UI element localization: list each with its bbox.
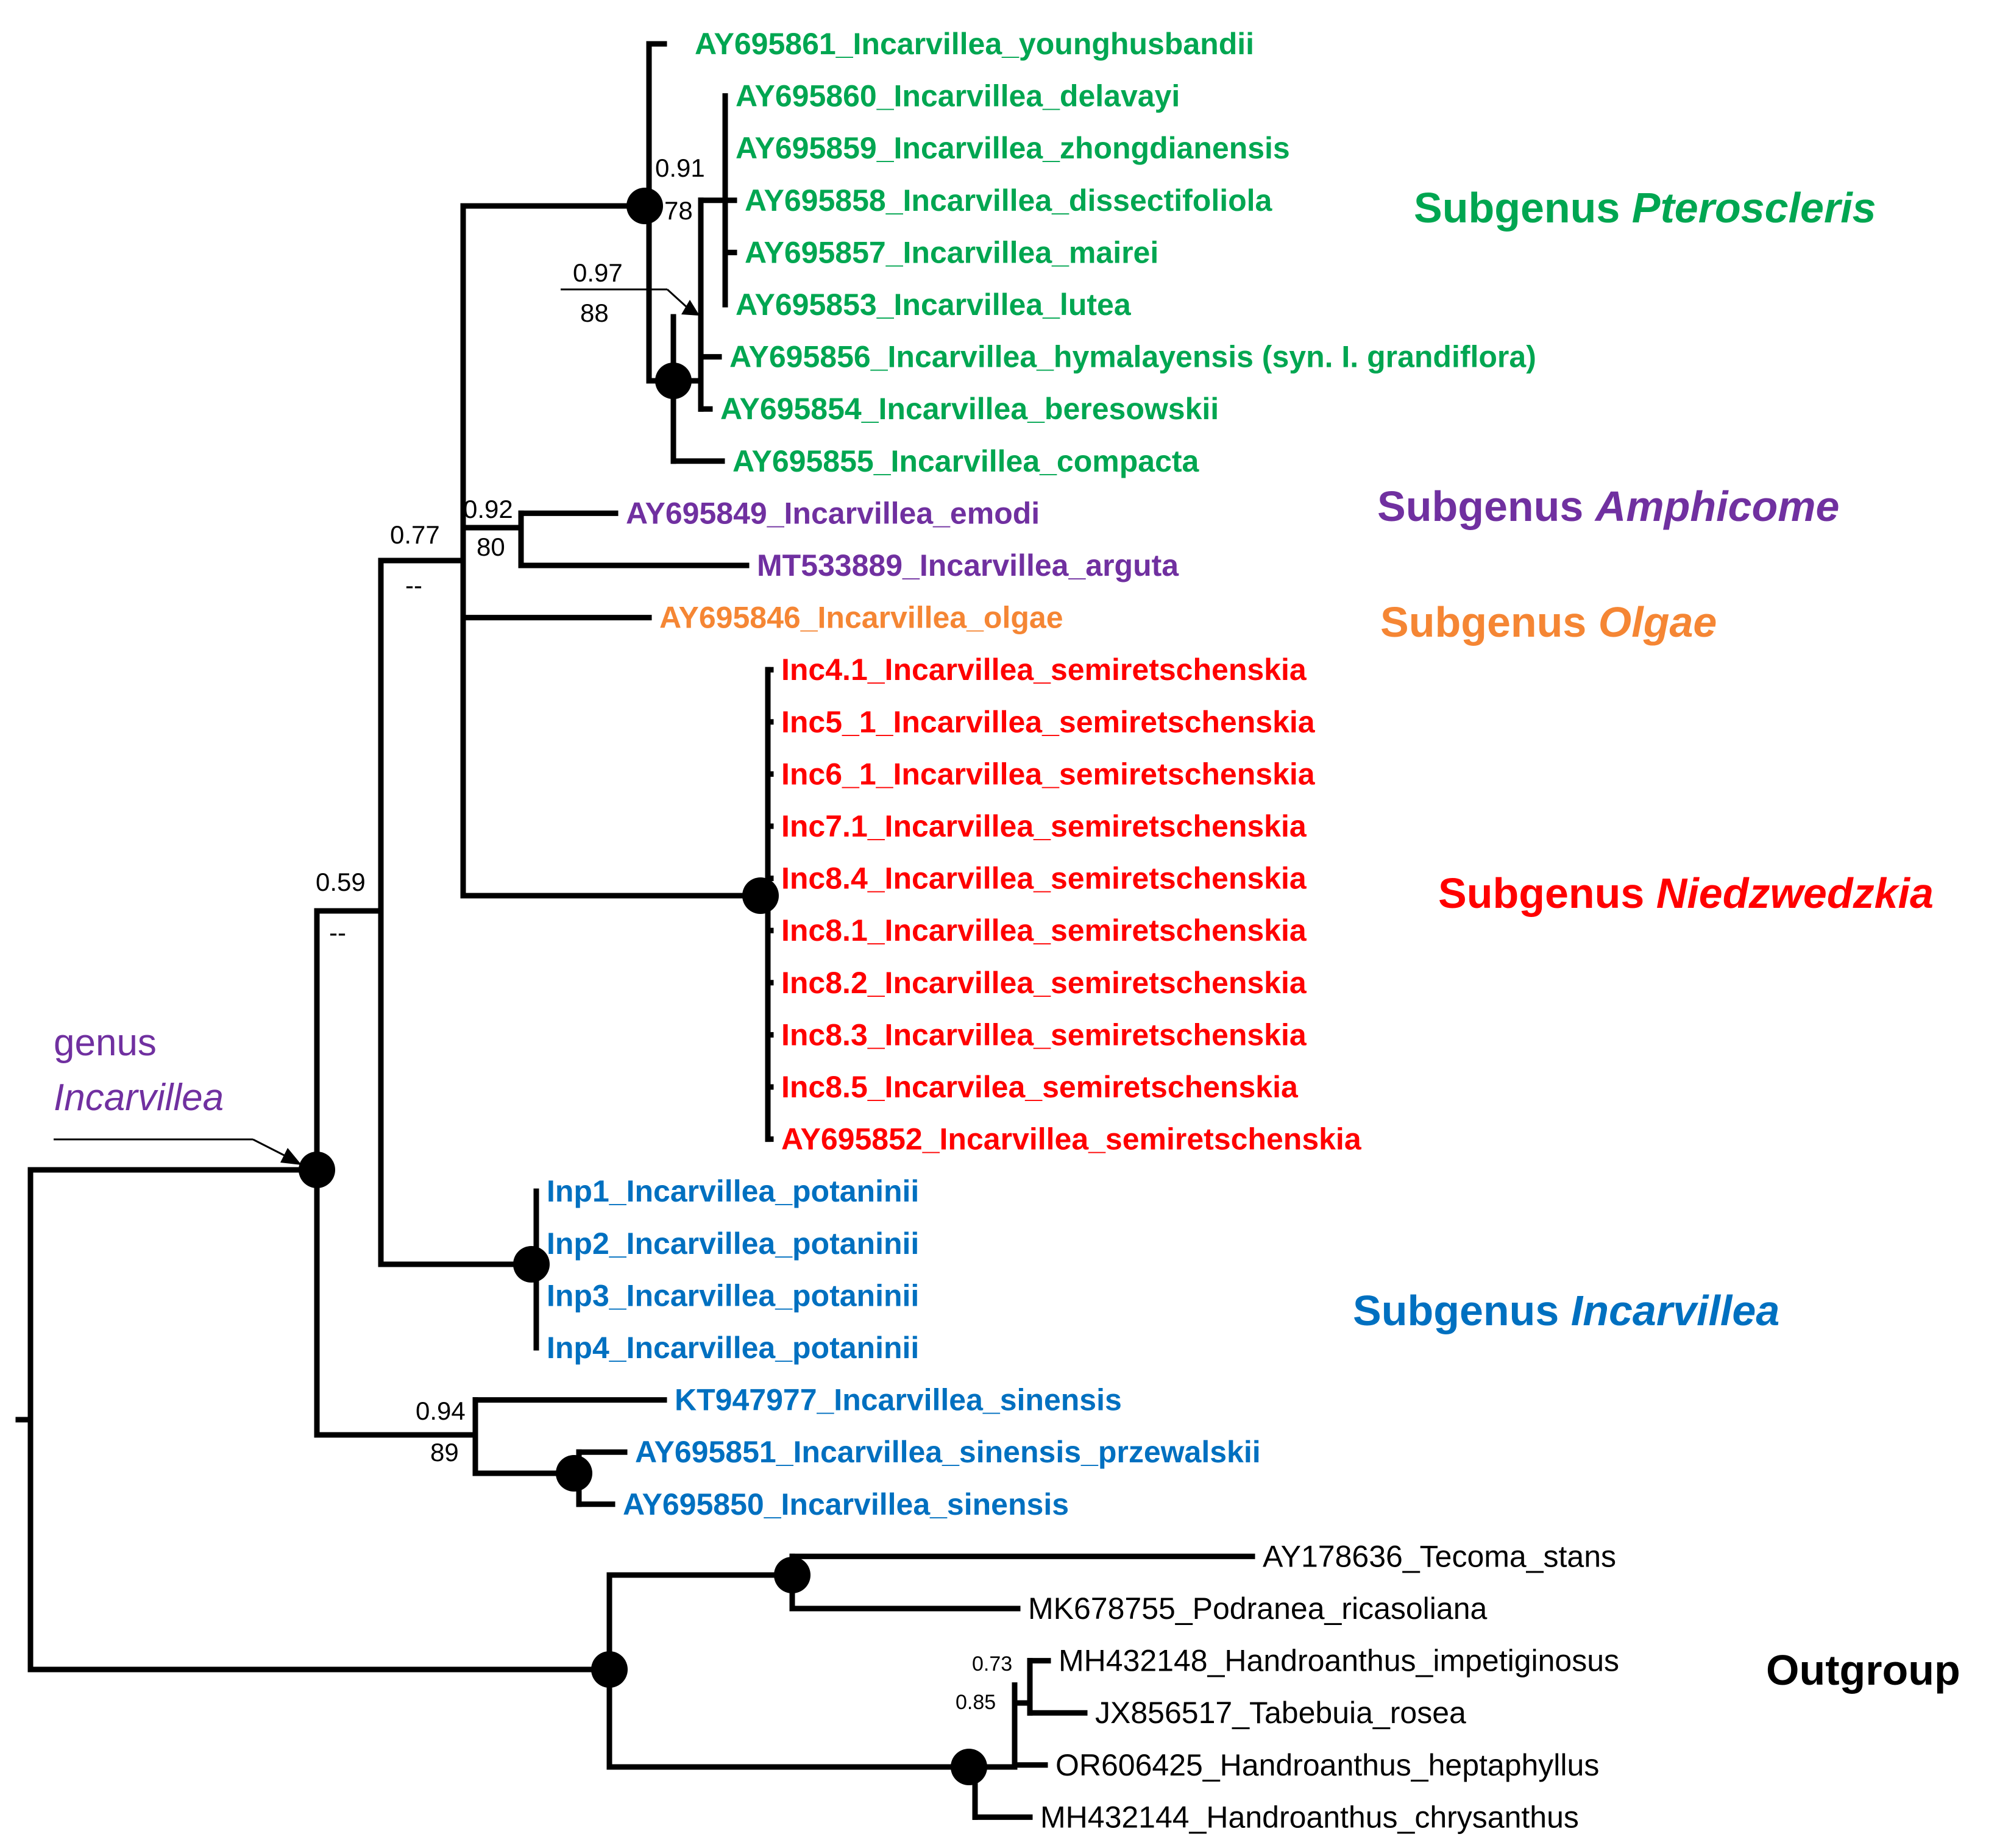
clade-prefix: Subgenus	[1377, 483, 1595, 530]
leaf-label: MT533889_Incarvillea_arguta	[757, 548, 1179, 582]
leaf-label: Inc6_1_Incarvillea_semiretschenskia	[781, 757, 1316, 791]
pointer-arrowhead	[681, 300, 700, 316]
posterior-label: 0.77	[390, 520, 440, 549]
leaf-label: AY695860_Incarvillea_delavayi	[736, 79, 1180, 113]
node-genus-incarvillea	[299, 1152, 335, 1188]
node-niedzwedzkia	[742, 877, 779, 914]
leaf-label: AY695846_Incarvillea_olgae	[659, 601, 1063, 635]
posterior-label: 0.92	[463, 495, 513, 523]
node-pteroscleris-crown	[626, 188, 663, 224]
bootstrap-label: --	[329, 918, 346, 947]
genus-pointer-arrowhead	[280, 1148, 302, 1165]
clade-prefix: Subgenus	[1438, 869, 1656, 917]
clade-name: Amphicome	[1594, 483, 1840, 530]
bootstrap-label: 78	[664, 196, 693, 225]
leaf-label: AY695857_Incarvillea_mairei	[745, 235, 1158, 269]
leaf-labels: AY695861_Incarvillea_younghusbandiiAY695…	[547, 27, 1619, 1834]
leaf-label: Inc7.1_Incarvillea_semiretschenskia	[781, 809, 1307, 843]
leaf-label: AY695858_Incarvillea_dissectifoliola	[745, 183, 1273, 218]
bootstrap-label: 80	[477, 533, 505, 561]
leaf-label: Inc8.2_Incarvillea_semiretschenskia	[781, 966, 1307, 1000]
clade-label-amphicome: Subgenus Amphicome	[1377, 483, 1839, 530]
leaf-label: AY695852_Incarvillea_semiretschenskia	[781, 1122, 1362, 1156]
bootstrap-label: --	[405, 571, 422, 600]
posterior-label: 0.97	[573, 258, 623, 287]
clade-label-niedzwedzkia: Subgenus Niedzwedzkia	[1438, 869, 1934, 917]
clade-name: Pteroscleris	[1632, 184, 1876, 232]
leaf-label: OR606425_Handroanthus_heptaphyllus	[1055, 1748, 1599, 1782]
leaf-label: AY695850_Incarvillea_sinensis	[623, 1487, 1069, 1521]
leaf-label: KT947977_Incarvillea_sinensis	[675, 1383, 1122, 1417]
leaf-label: MK678755_Podranea_ricasoliana	[1028, 1591, 1488, 1626]
support-labels: 0.91 78 0.97 88 0.92 80 0.77 -- 0.59 -- 0.94 89 0.73…	[316, 154, 1012, 1714]
clade-label-outgroup: Outgroup	[1766, 1646, 1960, 1694]
bootstrap-label: 89	[430, 1438, 459, 1467]
clade-name: Niedzwedzkia	[1656, 869, 1934, 917]
clade-label-incarvillea: Subgenus Incarvillea	[1353, 1287, 1779, 1334]
clade-prefix: Outgroup	[1766, 1646, 1960, 1694]
leaf-label: AY695859_Incarvillea_zhongdianensis	[736, 131, 1290, 165]
node-tecoma-pair	[774, 1557, 811, 1593]
leaf-label: Inc8.4_Incarvillea_semiretschenskia	[781, 862, 1307, 896]
leaf-label: AY178636_Tecoma_stans	[1263, 1539, 1616, 1573]
leaf-label: Inc8.1_Incarvillea_semiretschenskia	[781, 913, 1307, 947]
leaf-label: Inp2_Incarvillea_potaninii	[547, 1227, 919, 1261]
leaf-label: Inc5_1_Incarvillea_semiretschenskia	[781, 705, 1316, 739]
tree-nodes	[299, 188, 987, 1785]
leaf-label: JX856517_Tabebuia_rosea	[1095, 1696, 1466, 1730]
leaf-label: Inc8.5_Incarvilea_semiretschenskia	[781, 1070, 1299, 1104]
clade-prefix: Subgenus	[1414, 184, 1632, 232]
leaf-label: Inp1_Incarvillea_potaninii	[547, 1174, 919, 1208]
node-handroanthus	[951, 1749, 987, 1785]
leaf-label: MH432148_Handroanthus_impetiginosus	[1059, 1644, 1619, 1678]
clade-label-pteroscleris: Subgenus Pteroscleris	[1414, 184, 1876, 232]
leaf-label: AY695861_Incarvillea_younghusbandii	[695, 27, 1254, 61]
posterior-label: 0.73	[972, 1652, 1012, 1676]
leaf-label: AY695855_Incarvillea_compacta	[732, 444, 1200, 478]
leaf-label: AY695853_Incarvillea_lutea	[736, 288, 1132, 322]
clade-prefix: Subgenus	[1353, 1287, 1571, 1334]
node-pteroscleris-inner	[655, 363, 692, 399]
leaf-label: Inp4_Incarvillea_potaninii	[547, 1331, 919, 1365]
bootstrap-label: 88	[580, 299, 609, 327]
clade-prefix: Subgenus	[1380, 598, 1598, 646]
leaf-label: AY695856_Incarvillea_hymalayensis (syn. …	[729, 340, 1536, 374]
posterior-label: 0.85	[956, 1691, 996, 1714]
clade-name: Incarvillea	[1571, 1287, 1779, 1334]
posterior-label: 0.94	[416, 1397, 466, 1425]
node-outgroup	[591, 1651, 628, 1688]
clade-label-olgae: Subgenus Olgae	[1380, 598, 1717, 646]
node-sinensis-pair	[556, 1455, 592, 1492]
leaf-label: Inc4.1_Incarvillea_semiretschenskia	[781, 653, 1307, 687]
genus-pointer-line	[252, 1138, 287, 1158]
node-potaninii	[513, 1246, 550, 1283]
genus-label-line1: genus	[54, 1022, 157, 1064]
leaf-label: Inp3_Incarvillea_potaninii	[547, 1278, 919, 1312]
leaf-label: AY695854_Incarvillea_beresowskii	[720, 392, 1219, 426]
leaf-label: MH432144_Handroanthus_chrysanthus	[1040, 1800, 1579, 1834]
leaf-label: AY695849_Incarvillea_emodi	[626, 496, 1040, 530]
leaf-label: Inc8.3_Incarvillea_semiretschenskia	[781, 1018, 1307, 1052]
leaf-label: AY695851_Incarvillea_sinensis_przewalski…	[635, 1435, 1261, 1469]
genus-label-line2: Incarvillea	[54, 1077, 224, 1119]
posterior-label: 0.59	[316, 868, 366, 896]
clade-name: Olgae	[1598, 598, 1717, 646]
pointer-line	[666, 288, 689, 309]
posterior-label: 0.91	[655, 154, 705, 182]
